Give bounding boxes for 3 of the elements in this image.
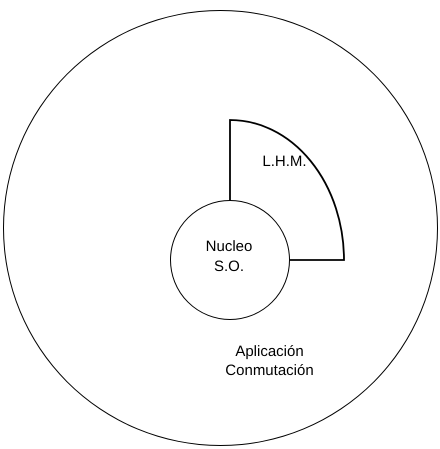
circle-label: Nucleo S.O. [204, 237, 254, 276]
circle-label: Aplicación Conmutación [224, 342, 315, 380]
sector-label: L.H.M. [261, 152, 308, 171]
